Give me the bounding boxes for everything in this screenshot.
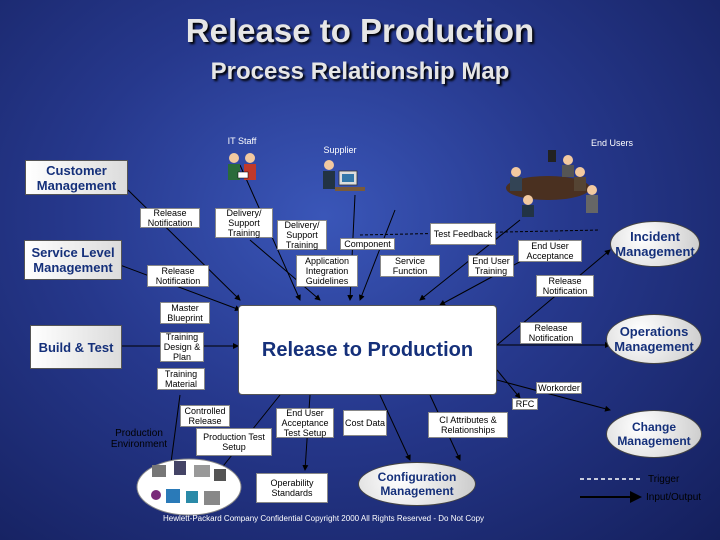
flow-training-design-plan: Training Design & Plan <box>160 332 204 362</box>
flow-controlled-release: Controlled Release <box>180 405 230 427</box>
flow-master-blueprint: Master Blueprint <box>160 302 210 324</box>
flow-end-user-acceptance-test-setup: End User Acceptance Test Setup <box>276 408 334 438</box>
flow-release-notification-4: Release Notification <box>520 322 582 344</box>
flow-component: Component <box>340 238 395 250</box>
flow-operability-standards: Operability Standards <box>256 473 328 503</box>
flow-production-test-setup: Production Test Setup <box>196 428 272 456</box>
it-staff-figure-icon <box>222 150 262 188</box>
operations-management-oval: Operations Management <box>606 314 702 364</box>
legend-trigger-label: Trigger <box>648 474 680 485</box>
flow-release-notification-2: Release Notification <box>147 265 209 287</box>
flow-release-notification-3: Release Notification <box>536 275 594 297</box>
line-rtp-to-incident <box>496 249 611 346</box>
flow-service-function: Service Function <box>380 255 440 277</box>
line-controlled-release <box>167 394 181 471</box>
build-test-label: Build & Test <box>38 339 114 355</box>
page-subtitle: Process Relationship Map <box>210 58 510 85</box>
end-users-label: End Users <box>590 138 634 148</box>
build-test-box: Build & Test <box>30 325 122 369</box>
line-rtp-to-config <box>379 394 411 461</box>
flow-test-feedback: Test Feedback <box>430 223 496 245</box>
page-title: Release to Production <box>185 12 535 49</box>
flow-workorder: Workorder <box>536 382 582 394</box>
configuration-management-label: Configuration Management <box>377 470 457 498</box>
flow-cost-data: Cost Data <box>343 410 387 436</box>
production-environment-label: Production Environment <box>110 428 168 450</box>
flow-training-material: Training Material <box>157 368 205 390</box>
end-users-figure-icon <box>488 150 608 220</box>
flow-release-notification-1: Release Notification <box>140 208 200 228</box>
customer-management-label: Customer Management <box>36 162 117 193</box>
release-to-production-label: Release to Production <box>261 338 474 361</box>
change-management-label: Change Management <box>617 420 691 448</box>
flow-ci-attributes-relationships: CI Attributes & Relationships <box>428 412 508 438</box>
line-workorder <box>496 369 521 399</box>
incident-management-label: Incident Management <box>615 229 695 259</box>
flow-application-integration-guidelines: Application Integration Guidelines <box>296 255 358 287</box>
customer-management-box: Customer Management <box>25 160 128 195</box>
incident-management-oval: Incident Management <box>610 221 700 267</box>
supplier-figure-icon <box>315 157 367 201</box>
operations-management-label: Operations Management <box>614 324 694 354</box>
flow-end-user-training: End User Training <box>468 255 514 277</box>
line-component <box>359 209 396 301</box>
flow-rfc: RFC <box>512 398 538 410</box>
production-environment-icon <box>134 455 244 517</box>
release-to-production-box: Release to Production <box>238 305 497 395</box>
change-management-oval: Change Management <box>606 410 702 458</box>
flow-delivery-support-training-2: Delivery/ Support Training <box>277 220 327 250</box>
flow-end-user-acceptance-1: End User Acceptance <box>518 240 582 262</box>
legend-input-output-label: Input/Output <box>646 492 702 503</box>
line-slm-to-rtp <box>119 264 241 312</box>
line-rtp-to-change <box>496 379 611 412</box>
configuration-management-oval: Configuration Management <box>358 462 476 506</box>
it-staff-label: IT Staff <box>227 136 257 146</box>
supplier-label: Supplier <box>323 145 357 155</box>
line-itstaff-support <box>249 239 321 301</box>
service-level-management-box: Service Level Management <box>24 240 122 280</box>
flow-delivery-support-training-1: Delivery/ Support Training <box>215 208 273 238</box>
service-level-management-label: Service Level Management <box>31 245 115 275</box>
footer-copyright: Hewlett-Packard Company Confidential Cop… <box>163 514 485 523</box>
